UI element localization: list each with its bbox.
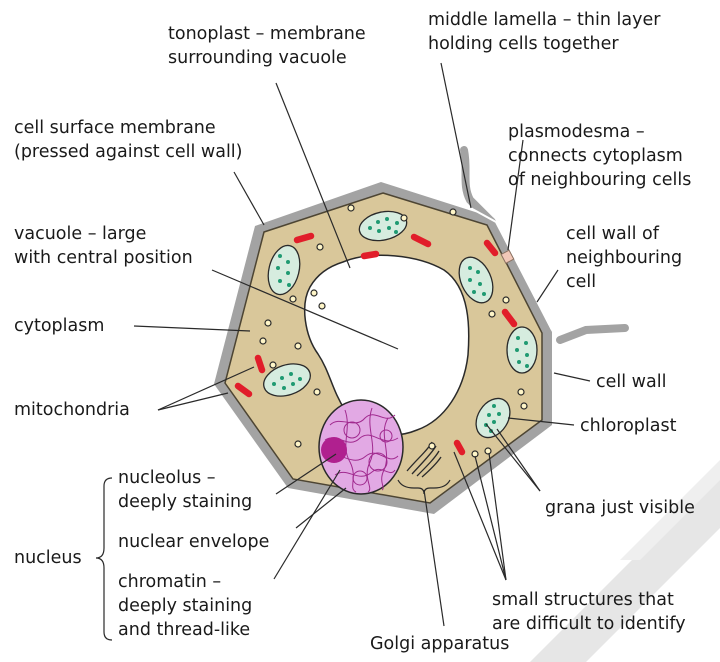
- label-nucleolus-line1: nucleolus –: [118, 466, 252, 490]
- label-nucleolus: nucleolus – deeply staining: [118, 466, 252, 514]
- label-chromatin: chromatin – deeply staining and thread-l…: [118, 570, 252, 642]
- label-chromatin-line1: chromatin –: [118, 570, 252, 594]
- label-plasmodesma: plasmodesma – connects cytoplasm of neig…: [508, 120, 691, 192]
- label-small-structures-line1: small structures that: [492, 588, 686, 612]
- mitochondrion: [364, 254, 376, 256]
- label-cell-surface-membrane: cell surface membrane (pressed against c…: [14, 116, 243, 164]
- label-middle-lamella-line1: middle lamella – thin layer: [428, 8, 660, 32]
- label-cell-wall-neighbour: cell wall of neighbouring cell: [566, 222, 682, 294]
- label-grana: grana just visible: [545, 496, 695, 520]
- leader-middle-lamella: [441, 63, 471, 208]
- label-vacuole-line2: with central position: [14, 246, 193, 270]
- label-vacuole-line1: vacuole – large: [14, 222, 193, 246]
- label-small-structures-line2: are difficult to identify: [492, 612, 686, 636]
- mitochondrion: [457, 443, 462, 452]
- neighbouring-cell-wall-right: [560, 328, 625, 340]
- label-mitochondria: mitochondria: [14, 398, 130, 422]
- label-cell-wall-line1: cell wall: [596, 370, 666, 394]
- label-tonoplast: tonoplast – membrane surrounding vacuole: [168, 22, 366, 70]
- label-vacuole: vacuole – large with central position: [14, 222, 193, 270]
- mitochondrion: [297, 236, 311, 240]
- leader-mitochondria-a: [158, 393, 228, 410]
- nucleolus: [321, 437, 347, 463]
- label-cytoplasm: cytoplasm: [14, 314, 104, 338]
- label-cytoplasm-line1: cytoplasm: [14, 314, 104, 338]
- label-tonoplast-line1: tonoplast – membrane: [168, 22, 366, 46]
- label-chloroplast-line1: chloroplast: [580, 414, 676, 438]
- label-chromatin-line2: deeply staining: [118, 594, 252, 618]
- nucleus-brace: [96, 478, 112, 640]
- label-small-structures: small structures that are difficult to i…: [492, 588, 686, 636]
- leader-cell-surface-membrane: [234, 172, 264, 225]
- label-cell-surface-membrane-line2: (pressed against cell wall): [14, 140, 243, 164]
- leader-cell-wall: [554, 373, 590, 381]
- label-plasmodesma-line2: connects cytoplasm: [508, 144, 691, 168]
- nucleus: [319, 400, 403, 494]
- label-cell-wall-neighbour-line3: cell: [566, 270, 682, 294]
- label-plasmodesma-line3: of neighbouring cells: [508, 168, 691, 192]
- leader-small-b: [489, 453, 506, 580]
- label-nuclear-envelope: nuclear envelope: [118, 530, 269, 554]
- label-nucleus-line1: nucleus: [14, 546, 82, 570]
- label-nucleolus-line2: deeply staining: [118, 490, 252, 514]
- label-golgi: Golgi apparatus: [370, 632, 509, 656]
- label-nucleus: nucleus: [14, 546, 82, 570]
- leader-nuclear-envelope: [296, 488, 346, 528]
- mitochondrion: [258, 358, 262, 370]
- label-middle-lamella: middle lamella – thin layer holding cell…: [428, 8, 660, 56]
- label-golgi-line1: Golgi apparatus: [370, 632, 509, 656]
- label-middle-lamella-line2: holding cells together: [428, 32, 660, 56]
- leader-small-a: [475, 456, 506, 580]
- leader-cell-wall-neighbour: [537, 270, 558, 302]
- label-grana-line1: grana just visible: [545, 496, 695, 520]
- chloroplast: [507, 327, 537, 373]
- label-cell-wall-neighbour-line2: neighbouring: [566, 246, 682, 270]
- label-cell-wall-neighbour-line1: cell wall of: [566, 222, 682, 246]
- label-tonoplast-line2: surrounding vacuole: [168, 46, 366, 70]
- label-nuclear-envelope-line1: nuclear envelope: [118, 530, 269, 554]
- label-plasmodesma-line1: plasmodesma –: [508, 120, 691, 144]
- label-cell-wall: cell wall: [596, 370, 666, 394]
- label-cell-surface-membrane-line1: cell surface membrane: [14, 116, 243, 140]
- label-mitochondria-line1: mitochondria: [14, 398, 130, 422]
- label-chromatin-line3: and thread-like: [118, 618, 252, 642]
- label-chloroplast: chloroplast: [580, 414, 676, 438]
